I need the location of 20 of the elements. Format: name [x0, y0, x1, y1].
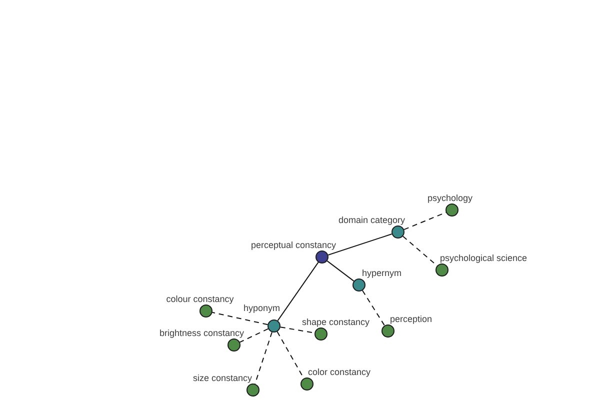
connector-line [362, 290, 386, 326]
node-label: brightness constancy [159, 328, 244, 339]
node-label: perceptual constancy [250, 240, 336, 251]
node-label: hypernym [362, 268, 402, 279]
node-label: color constancy [308, 367, 371, 378]
connector-line [328, 234, 392, 256]
node-label: psychology [427, 193, 473, 204]
node-label: domain category [338, 215, 405, 226]
node-label: hyponym [243, 303, 280, 314]
node-label: size constancy [192, 373, 252, 384]
connector-line [254, 332, 272, 384]
node-label: perception [390, 314, 432, 325]
node-label: shape constancy [302, 317, 370, 328]
connector-line [239, 328, 269, 343]
connector-line [326, 260, 354, 282]
connector-line [212, 312, 268, 326]
node-label: psychological science [440, 253, 528, 264]
node-label: colour constancy [166, 294, 234, 305]
connector-line [404, 212, 446, 230]
connector-line [277, 262, 319, 322]
